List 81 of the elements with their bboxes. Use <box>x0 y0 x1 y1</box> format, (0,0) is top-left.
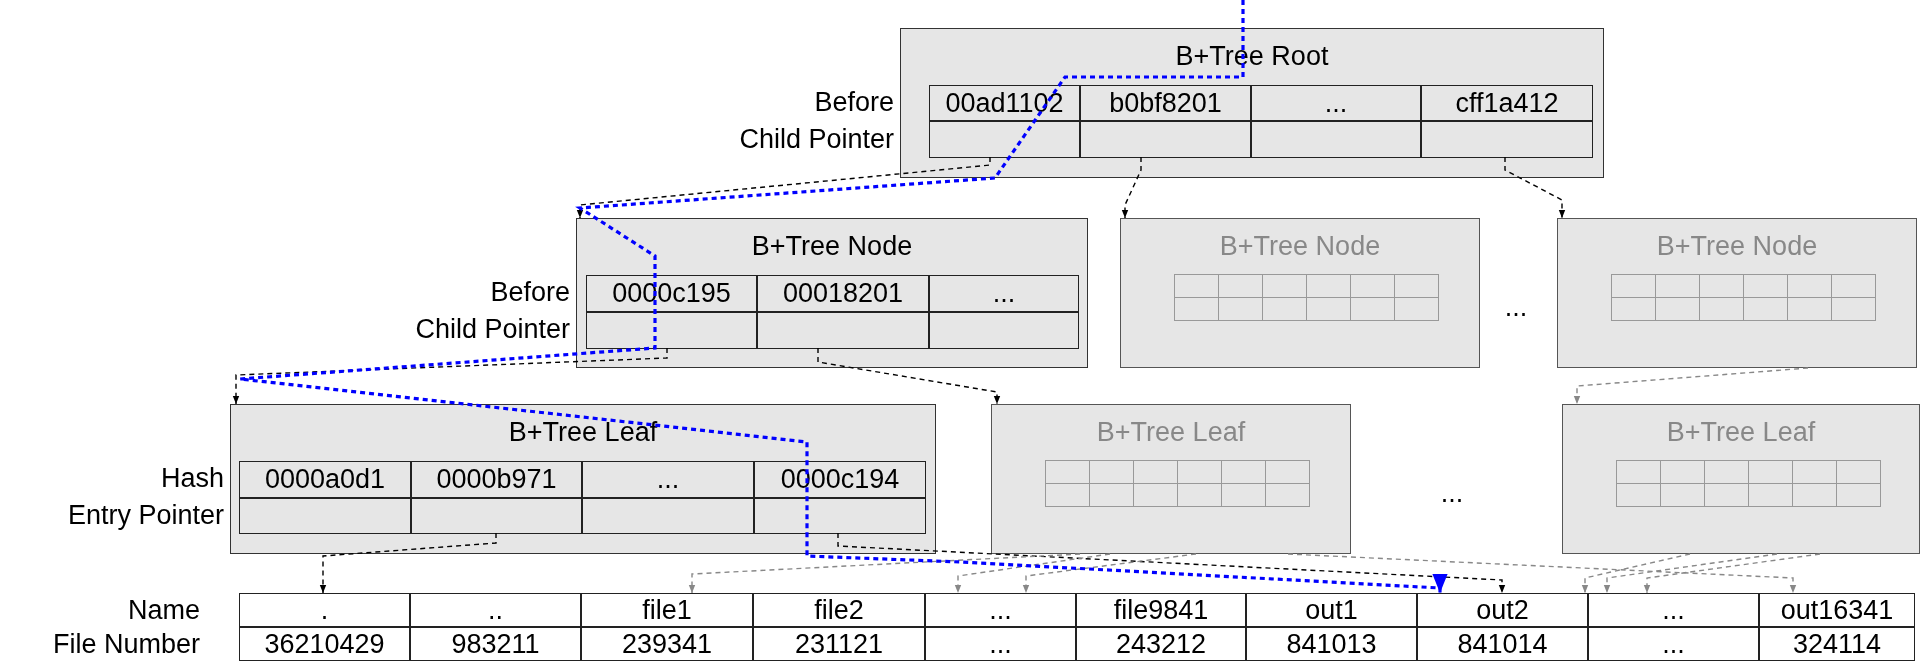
key-cell: b0bf8201 <box>1080 85 1251 121</box>
file-number-cell: 231121 <box>753 627 925 661</box>
key-cell: ... <box>929 275 1079 312</box>
row-label: Child Pointer <box>739 123 894 156</box>
node-title: B+Tree Leaf <box>1665 417 1817 448</box>
file-number-cell: ... <box>925 627 1076 661</box>
pointer-arrow <box>1603 553 1778 594</box>
tree-node-box <box>1557 218 1917 368</box>
file-number-cell: 36210429 <box>239 627 410 661</box>
node-title: B+Tree Node <box>750 231 914 262</box>
key-cell: 0000c194 <box>754 461 926 498</box>
ellipsis-text: ... <box>1503 291 1529 324</box>
file-number-cell: ... <box>1588 627 1759 661</box>
key-cell: 00018201 <box>757 275 929 312</box>
pointer-cell <box>754 498 926 534</box>
pointer-arrow <box>576 156 991 219</box>
pointer-arrow <box>1573 367 1809 405</box>
node-title: B+Tree Node <box>1218 231 1382 262</box>
tree-node-box <box>1562 404 1920 554</box>
file-number-cell: 239341 <box>581 627 753 661</box>
node-title: B+Tree Leaf <box>1095 417 1247 448</box>
node-title: B+Tree Leaf <box>507 417 659 448</box>
key-cell: ... <box>582 461 754 498</box>
name-cell: ... <box>1588 593 1759 627</box>
file-number-cell: 841013 <box>1246 627 1417 661</box>
key-cell: 00ad1102 <box>929 85 1080 121</box>
pointer-arrow <box>1287 553 1797 594</box>
key-cell: 0000b971 <box>411 461 582 498</box>
row-label: Entry Pointer <box>67 499 224 532</box>
pointer-cell <box>411 498 582 534</box>
name-cell: file1 <box>581 593 753 627</box>
tree-node-box <box>1120 218 1480 368</box>
file-number-cell: 243212 <box>1076 627 1246 661</box>
pointer-arrow <box>817 347 1001 405</box>
row-label: Name <box>127 594 200 627</box>
name-cell: out2 <box>1417 593 1588 627</box>
pointer-cell <box>1080 121 1251 158</box>
node-title: B+Tree Root <box>1174 41 1330 72</box>
name-cell: ... <box>925 593 1076 627</box>
search-path-arrow <box>238 0 1448 595</box>
name-cell: out1 <box>1246 593 1417 627</box>
pointer-arrow <box>1022 553 1197 594</box>
pointer-arrow <box>1643 553 1821 594</box>
row-label: Hash <box>160 462 224 495</box>
name-cell: file2 <box>753 593 925 627</box>
tree-node-box <box>900 28 1604 178</box>
pointer-arrow <box>1504 156 1566 219</box>
pointer-cell <box>582 498 754 534</box>
key-cell: ... <box>1251 85 1421 121</box>
key-cell: 0000c195 <box>586 275 757 312</box>
name-cell: . <box>239 593 410 627</box>
pointer-arrow <box>1121 156 1142 219</box>
pointer-cell <box>929 312 1079 349</box>
pointer-cell <box>1251 121 1421 158</box>
name-cell: out16341 <box>1759 593 1915 627</box>
tree-node-box <box>230 404 936 554</box>
pointer-arrow <box>688 553 1081 594</box>
name-cell: file9841 <box>1076 593 1246 627</box>
pointer-cell <box>1421 121 1593 158</box>
file-number-cell: 983211 <box>410 627 581 661</box>
pointer-arrow <box>837 532 1506 594</box>
ellipsis-text: ... <box>1439 477 1465 510</box>
row-label: Child Pointer <box>415 313 570 346</box>
pointer-arrow <box>1581 553 1691 594</box>
node-title: B+Tree Node <box>1655 231 1819 262</box>
tree-node-box <box>991 404 1351 554</box>
pointer-arrow <box>319 532 497 594</box>
pointer-cell <box>586 312 757 349</box>
pointer-cell <box>929 121 1080 158</box>
row-label: File Number <box>52 628 200 661</box>
pointer-cell <box>239 498 411 534</box>
file-number-cell: 324114 <box>1759 627 1915 661</box>
file-number-cell: 841014 <box>1417 627 1588 661</box>
row-label: Before <box>814 86 894 119</box>
pointer-cell <box>757 312 929 349</box>
pointer-arrow <box>954 553 1111 594</box>
key-cell: 0000a0d1 <box>239 461 411 498</box>
name-cell: .. <box>410 593 581 627</box>
row-label: Before <box>490 276 570 309</box>
tree-node-box <box>576 218 1088 368</box>
key-cell: cff1a412 <box>1421 85 1593 121</box>
